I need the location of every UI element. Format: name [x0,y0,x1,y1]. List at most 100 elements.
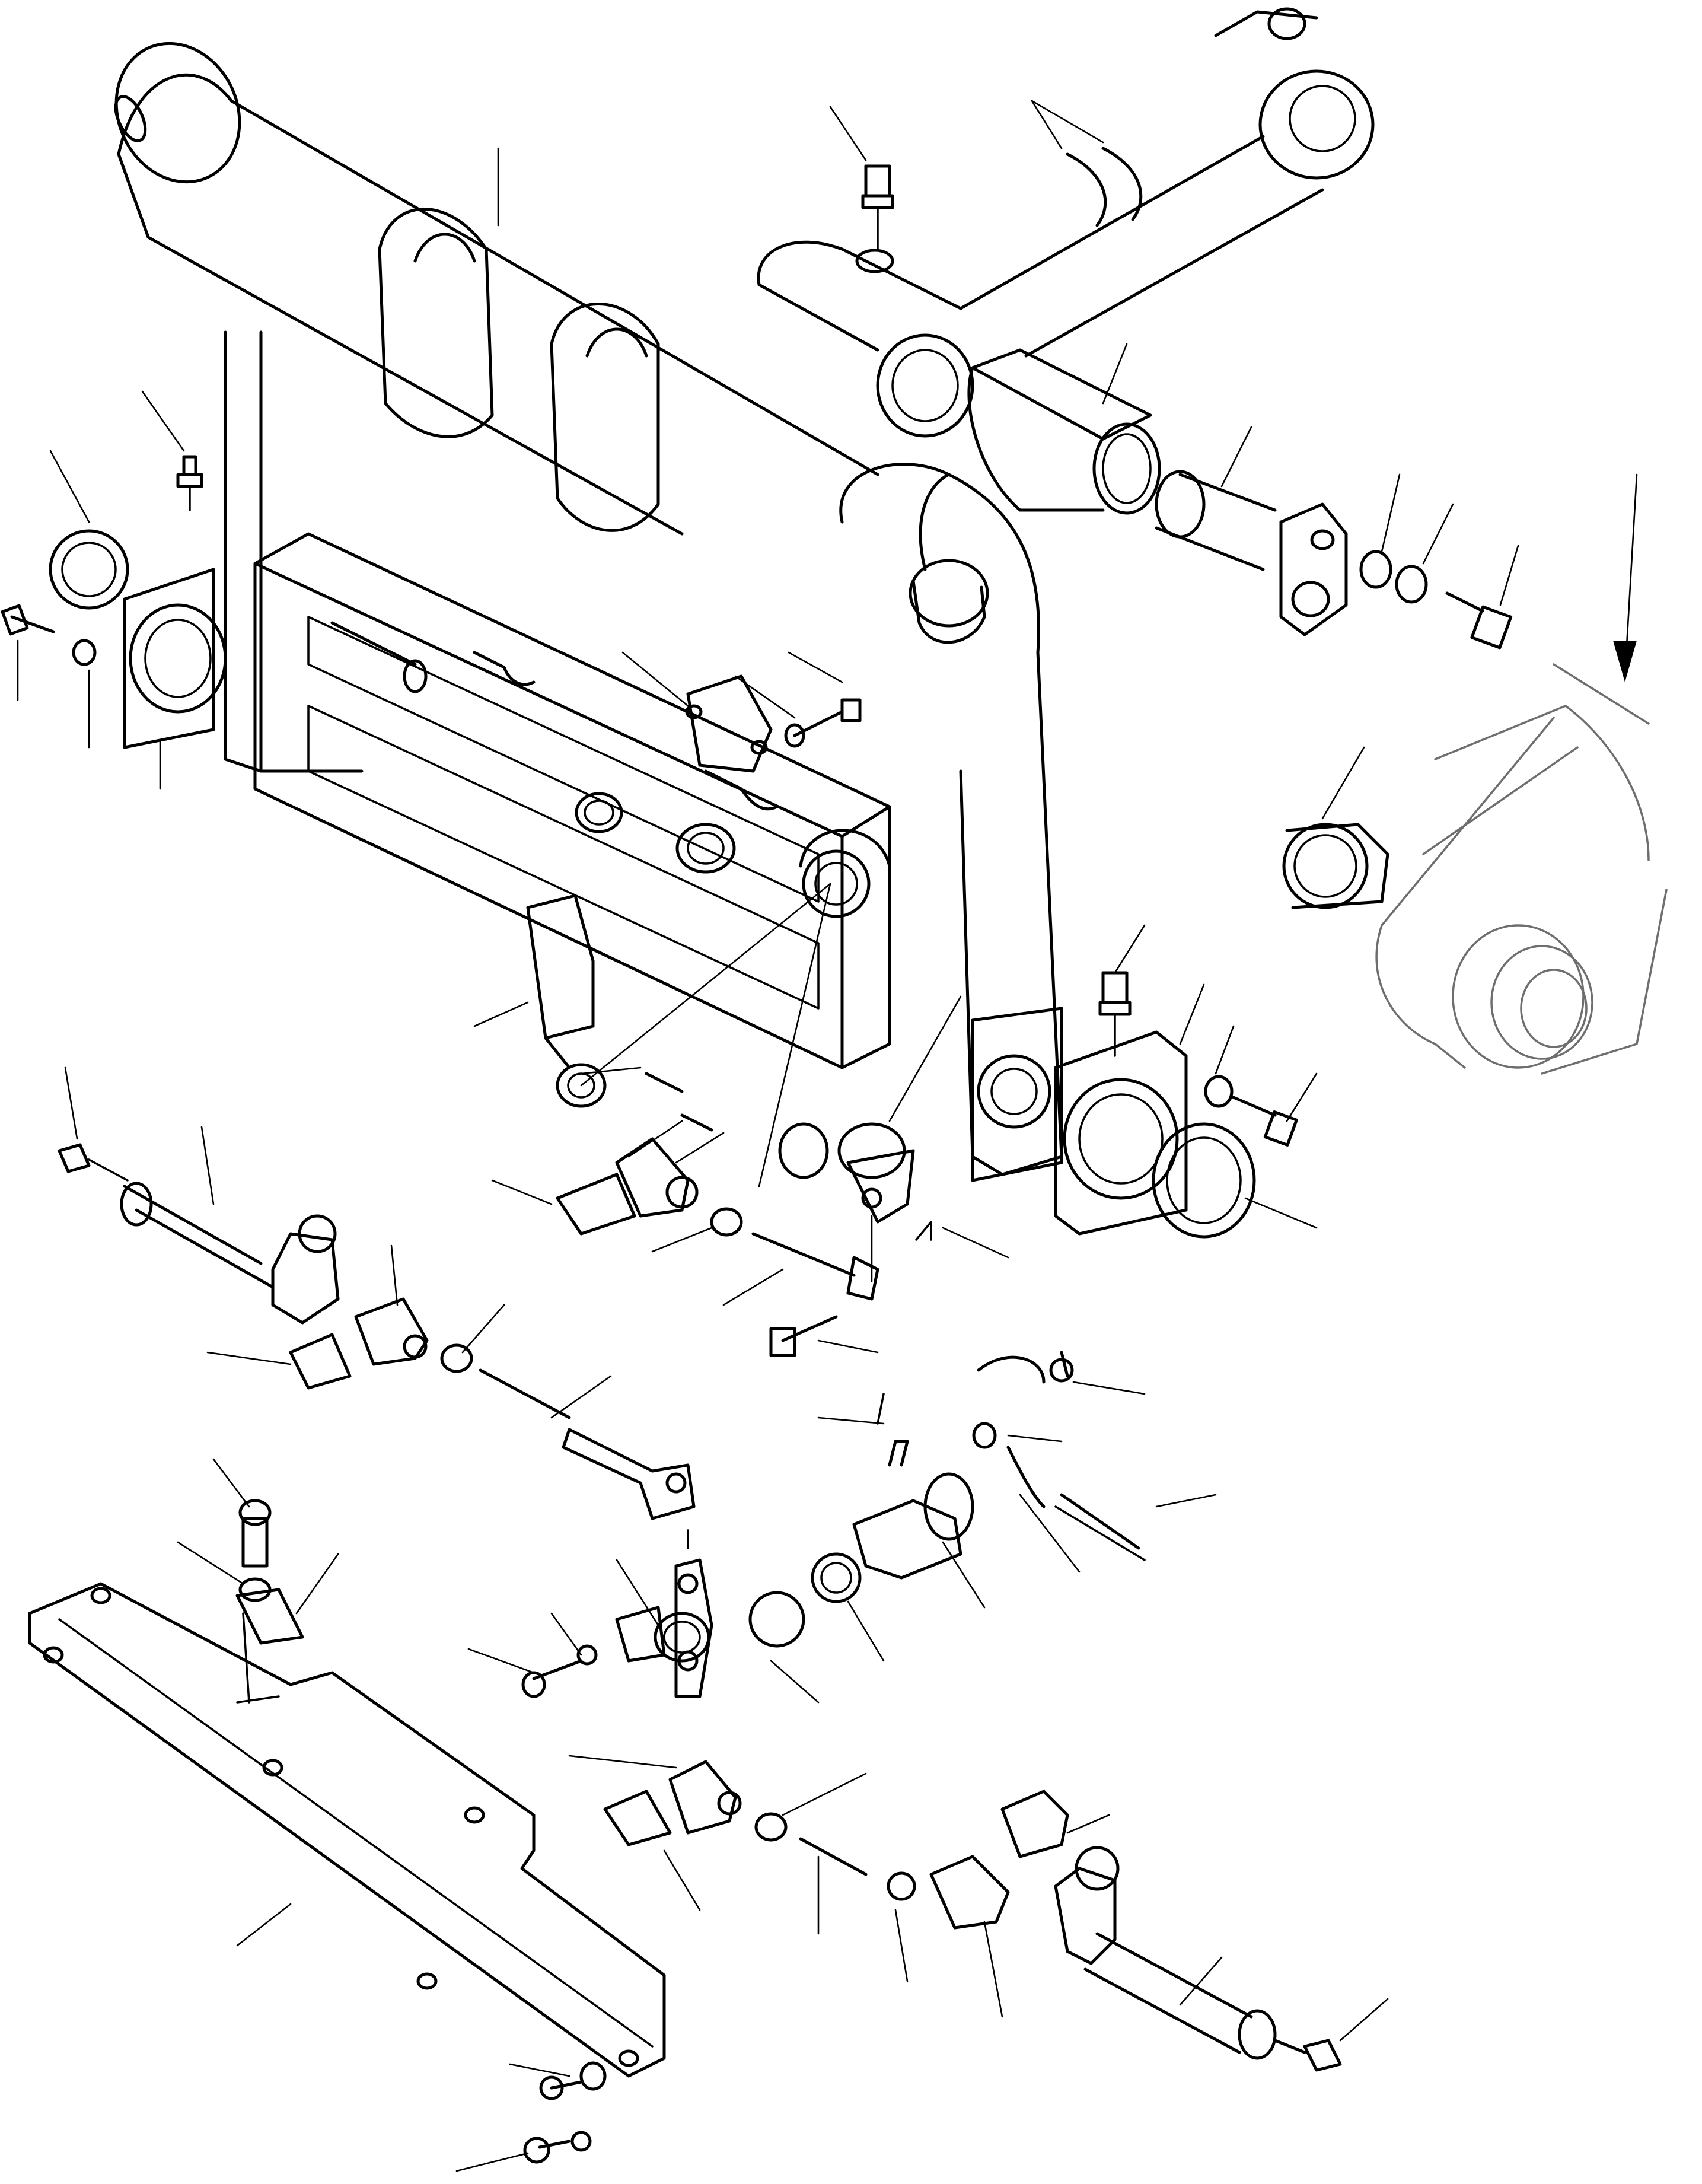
leader-line [390,1244,399,1306]
washer [238,1577,272,1602]
leader-line [467,1648,535,1674]
left-bushing-ring [49,529,129,610]
clevis [354,1297,429,1366]
bushing [748,1591,805,1648]
right-flange-assembly [1054,924,1318,1239]
leader-line [1155,1494,1217,1508]
roll-pin [645,1072,684,1093]
leader-line [734,675,796,719]
pin-retaining-plate [1279,502,1348,636]
guard-cover [28,1458,666,2172]
grease-nipple [1303,2039,1342,2072]
leader-line [627,1120,683,1158]
bolt [241,1517,269,1568]
left-bolt [10,615,55,633]
sleeve-bushing [971,348,1152,441]
leader-line [1321,746,1365,820]
leader-line [894,1909,909,1982]
leader-line [236,1903,292,1947]
leader-line [206,1351,292,1365]
leader-line [1244,1197,1318,1229]
bracket-plate [235,1588,304,1645]
bushing [778,1122,829,1179]
seal-ring [1152,1122,1256,1239]
leader-line [847,1600,885,1662]
left-flange-assembly [1,390,227,790]
leader-line [461,1304,505,1354]
lower-actuator [568,1755,1389,2072]
clip [603,1790,672,1846]
upper-actuator [58,1066,696,1549]
bolt [1232,1096,1277,1117]
clevis [668,1760,737,1835]
leader-line [1499,545,1519,606]
clip [289,1333,352,1390]
leader-line [550,1375,612,1419]
leader-line [509,2063,570,2077]
leader-line [580,883,831,1087]
cover-plate [686,674,773,773]
leader-line [1220,426,1252,488]
leader-line [758,883,831,1187]
leader-line [200,1126,215,1205]
leader-line [788,651,843,683]
leader-line [1102,343,1128,405]
mating-boom-link [1282,473,1668,1075]
leader-line [782,1772,867,1816]
leader-line [722,1268,784,1306]
leader-line [616,1559,659,1626]
leader-line [1066,1814,1110,1834]
leader-line [1031,100,1104,144]
washer [1204,1075,1234,1108]
washer [579,2061,607,2091]
leader-line [1007,1434,1063,1443]
screw [550,2080,583,2090]
right-grease-nipple [1101,971,1129,1004]
leader-line [942,1227,1009,1259]
leader-line [829,106,867,161]
leader-line [1422,503,1454,565]
washer [1359,550,1392,589]
shaft [852,1499,962,1580]
leader-line [817,1339,879,1354]
clip [1000,1790,1069,1858]
bushing-ring [1282,823,1369,909]
left-washer [72,639,97,666]
leader-line [550,1612,582,1656]
threaded-rod [751,1232,856,1277]
spring [1060,1493,1140,1550]
leader-line [1381,473,1401,553]
leader-line [568,1755,677,1769]
clevis [929,1855,1010,1930]
leader-line [1179,983,1205,1045]
leader-line [1339,1998,1389,2042]
leader-line [1114,924,1146,974]
roll-pin [877,1393,885,1425]
leader-line [1019,1494,1081,1573]
grease-nipple [58,1143,91,1173]
top-link-assembly [497,7,1519,650]
bellcrank [674,1558,713,1698]
leader-line [983,1921,1003,2018]
leader-line [1286,1072,1318,1122]
nut [710,1207,743,1237]
leader-line [1215,1025,1235,1075]
washer [1395,565,1428,604]
leader-line [295,1553,339,1615]
leader-line [770,1660,820,1704]
actuator-body [1095,1932,1253,2019]
nut [754,1812,788,1842]
threaded-rod [799,1837,868,1876]
leader-line [888,995,962,1122]
leader-line [675,1132,725,1164]
leader-line [817,1416,885,1425]
centre-linkage [473,651,1009,1357]
leader-line [663,1849,701,1911]
lever-arm [526,894,595,1040]
leader-line [49,450,90,523]
nut [440,1343,473,1373]
leader-line [64,1066,78,1140]
link-rod [562,1428,696,1520]
leader-line [651,1227,713,1253]
